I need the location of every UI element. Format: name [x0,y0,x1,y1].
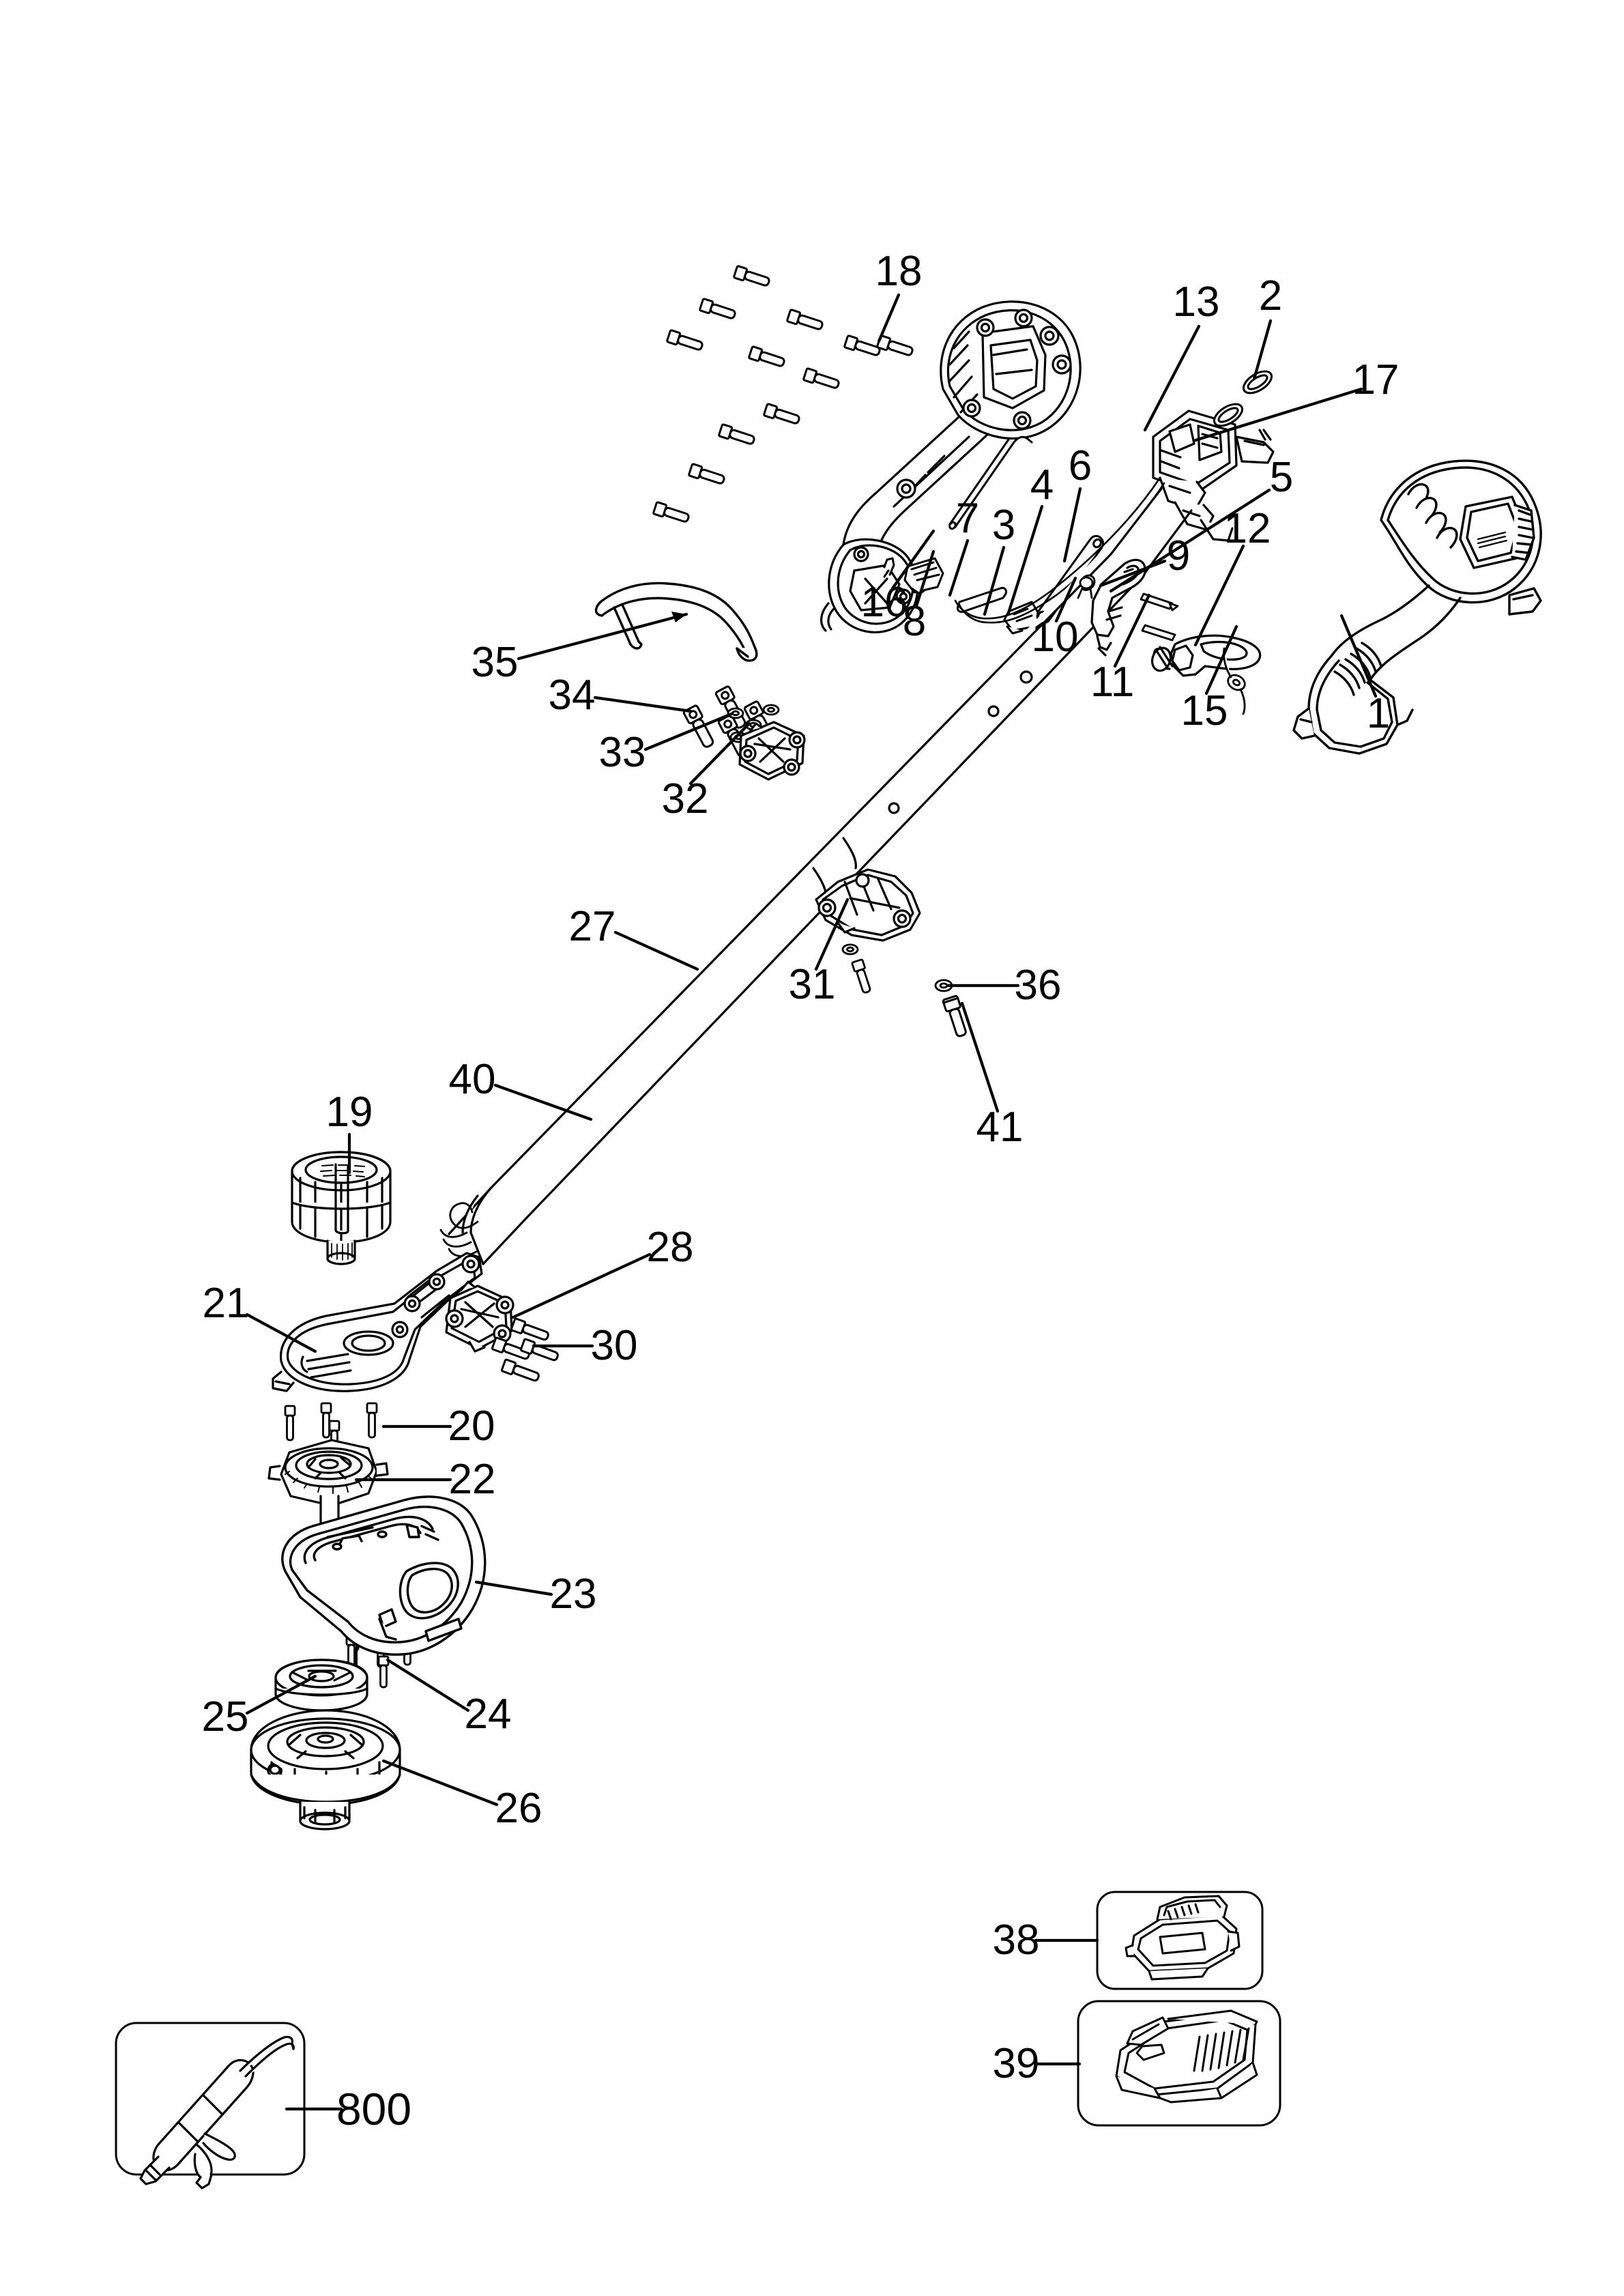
callout-label-4: 4 [1030,461,1054,508]
callout-label-23: 23 [549,1570,597,1618]
link-rod-6 [1036,534,1104,625]
spool-assembly-26 [250,1709,401,1831]
screw-array-18 [652,265,914,523]
callout-label-41: 41 [976,1104,1024,1151]
callout-label-26: 26 [495,1785,542,1832]
callout-label-22: 22 [448,1456,496,1503]
callout-label-33: 33 [598,729,646,776]
trimmer-guard-23 [281,1495,487,1656]
pin-3 [957,587,1007,613]
charger-39 [1115,2009,1258,2104]
callout-label-17: 17 [1352,356,1400,403]
motor-19 [291,1151,392,1265]
handle-clamp-32 [738,721,806,781]
callout-label-27: 27 [568,903,616,950]
callout-label-20: 20 [448,1403,495,1450]
callout-label-2: 2 [1258,272,1283,319]
callout-label-40: 40 [448,1056,496,1103]
callout-label-32: 32 [661,775,709,822]
washer-36 [934,979,953,992]
callout-label-800: 800 [336,2084,412,2134]
small-clip-8 [883,557,895,578]
leader-lines [245,293,1378,2111]
callout-label-38: 38 [992,1917,1040,1964]
callout-label-35: 35 [471,639,519,686]
torsion-spring-15 [1223,647,1246,715]
long-rod-16 [948,435,1033,530]
callout-label-19: 19 [325,1089,373,1136]
callout-label-34: 34 [548,672,596,719]
callout-label-1: 1 [1366,690,1391,737]
callout-label-10: 10 [1031,614,1079,661]
grease-gun-800 [139,2035,295,2190]
callout-label-25: 25 [201,1693,249,1740]
leader-arrowhead-35 [671,612,686,622]
spring-clip-10 [1077,574,1096,599]
upper-deck-21 [272,1252,483,1392]
callout-label-36: 36 [1014,962,1062,1009]
strap-bracket-31 [815,868,921,942]
callout-label-5: 5 [1269,454,1294,501]
callout-label-39: 39 [992,2040,1040,2087]
bracket-hardware-31 [841,943,871,994]
callout-label-7: 7 [955,495,980,542]
callout-label-18: 18 [875,248,923,295]
wire-bundle-40 [439,1202,483,1265]
callout-label-6: 6 [1068,442,1092,489]
auxiliary-handle-35 [594,582,758,662]
callout-label-15: 15 [1180,687,1228,734]
shaft-tube-27 [448,487,1193,1265]
callout-label-30: 30 [590,1322,638,1369]
trigger-lever-12 [1150,634,1262,677]
callout-label-13: 13 [1172,278,1220,326]
callout-label-21: 21 [202,1280,250,1327]
callout-label-16: 16 [860,579,908,626]
coupler-bolts-30 [491,1317,559,1382]
callout-label-9: 9 [1166,532,1191,579]
callout-label-28: 28 [646,1224,694,1271]
spool-cap-25 [274,1659,368,1712]
callout-label-3: 3 [991,502,1016,549]
motor-gearcase-assembly [820,300,1082,633]
callout-label-24: 24 [464,1691,512,1738]
callout-label-8: 8 [902,598,927,645]
bolt-41 [942,994,967,1037]
o-ring-2 [1213,370,1273,427]
battery-pack-38 [1125,1895,1241,1981]
callout-label-31: 31 [788,961,836,1008]
callout-label-11: 11 [1090,659,1135,706]
callout-label-12: 12 [1223,505,1271,552]
motor-handle-assembly-1 [1292,459,1542,755]
